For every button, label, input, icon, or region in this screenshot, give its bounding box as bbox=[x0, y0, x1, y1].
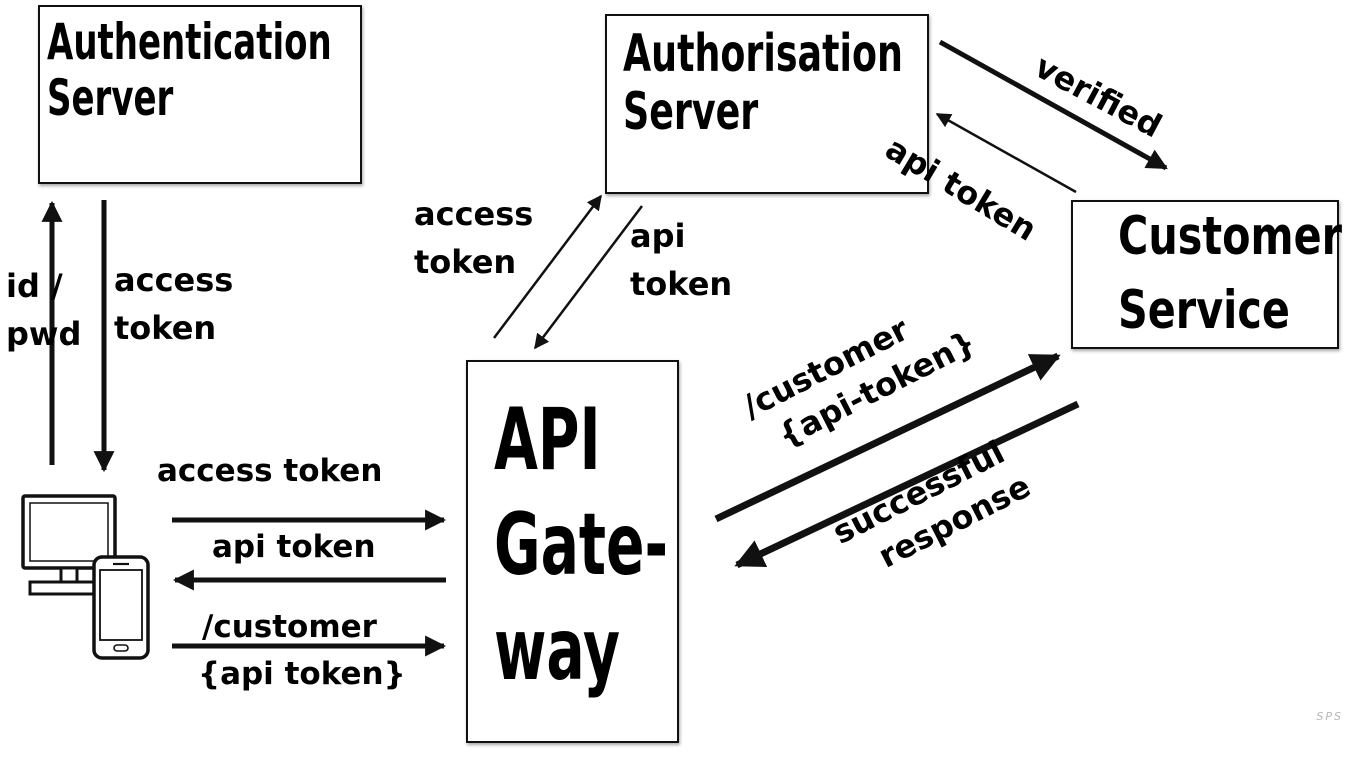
watermark: SPS bbox=[1316, 710, 1343, 723]
label-gateway-access-token-line1: access bbox=[414, 195, 534, 233]
arrow-customer-to-gateway bbox=[734, 400, 1080, 569]
label-id-pwd: id / pwd bbox=[6, 262, 81, 358]
customer-service-line2: Service bbox=[1118, 280, 1290, 342]
label-authz-api-token-line1: api bbox=[630, 217, 686, 255]
label-id-pwd-line2: pwd bbox=[6, 315, 82, 353]
authentication-server-line2: Server bbox=[47, 69, 174, 127]
label-client-request: /customer {api token} bbox=[198, 604, 406, 697]
customer-service-line1: Customer bbox=[1118, 206, 1343, 267]
arrow-authorisation-to-gateway bbox=[534, 205, 643, 350]
label-gateway-access-token-line2: token bbox=[414, 243, 517, 281]
api-gateway-title: API Gate- way bbox=[494, 388, 668, 703]
label-authz-api-token-line2: token bbox=[630, 265, 733, 303]
authorisation-server-line2: Server bbox=[623, 82, 759, 143]
customer-service-title: Customer Service bbox=[1118, 200, 1342, 348]
label-id-pwd-line1: id / bbox=[6, 267, 63, 305]
arrow-gateway-to-customer bbox=[714, 352, 1061, 523]
authorisation-server-title: Authorisation Server bbox=[623, 24, 903, 143]
api-gateway-line1: API bbox=[494, 390, 601, 490]
api-gateway-line3: way bbox=[494, 599, 620, 700]
arrow-gateway-to-authorisation bbox=[493, 194, 602, 339]
label-authn-access-token-line2: token bbox=[114, 309, 217, 347]
label-authn-access-token-line1: access bbox=[114, 261, 234, 299]
authentication-server-title: Authentication Server bbox=[47, 14, 332, 126]
arrow-customer-to-authorisation bbox=[935, 112, 1077, 194]
authentication-server-box bbox=[38, 5, 362, 184]
label-client-access-token: access token bbox=[157, 453, 383, 489]
authorisation-server-line1: Authorisation bbox=[623, 24, 903, 84]
customer-service-box bbox=[1071, 200, 1339, 349]
api-gateway-line2: Gate- bbox=[494, 494, 669, 595]
authorisation-server-box bbox=[605, 14, 929, 194]
label-client-request-line1: /customer bbox=[202, 609, 377, 645]
authentication-server-line1: Authentication bbox=[47, 13, 332, 71]
label-gateway-access-token: access token bbox=[414, 190, 533, 286]
label-authn-access-token: access token bbox=[114, 256, 233, 352]
label-client-api-token: api token bbox=[212, 529, 376, 565]
label-client-request-line2: {api token} bbox=[198, 655, 406, 692]
label-authz-api-token: api token bbox=[630, 212, 732, 308]
api-gateway-box bbox=[466, 360, 679, 743]
arrow-authorisation-to-customer bbox=[938, 39, 1168, 171]
